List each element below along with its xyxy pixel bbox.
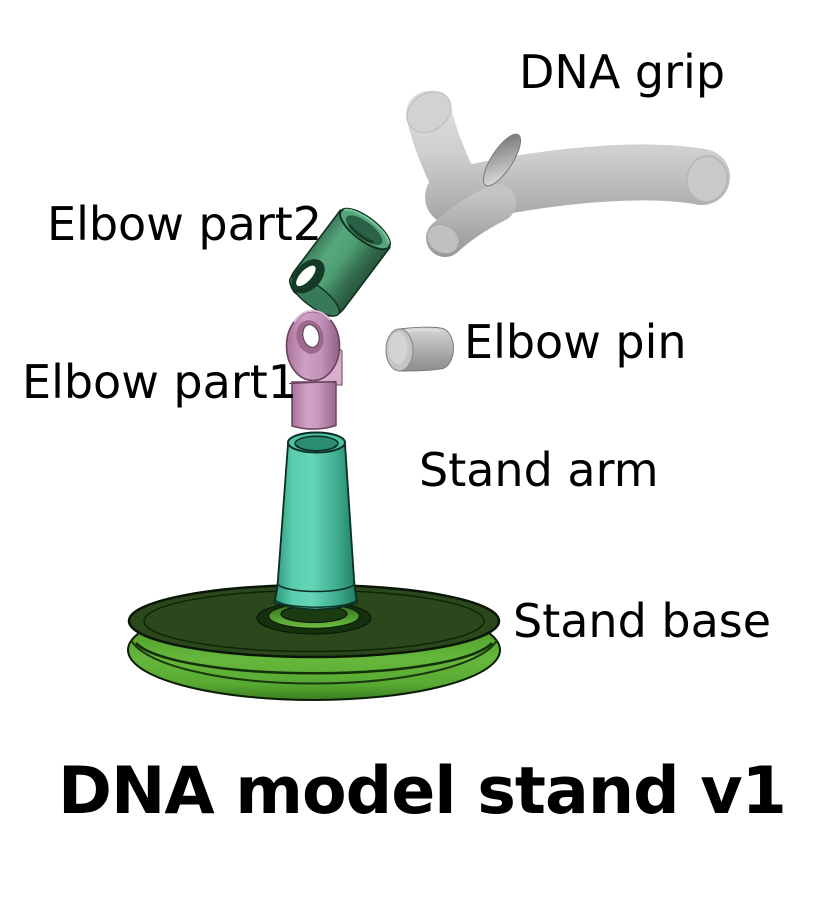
elbow-part2-model (288, 207, 391, 317)
arm-body (273, 443, 359, 611)
arm-collar-line-lower (274, 599, 358, 608)
part2-top-bore (345, 215, 383, 246)
part1-shoulder-line (288, 380, 337, 385)
part1-body (291, 381, 337, 430)
stand-arm-model (273, 431, 359, 611)
part2-rim-highlight (343, 208, 390, 244)
grip-stub-end-cap (426, 224, 460, 254)
label-stand-base: Stand base (513, 594, 772, 648)
grip-fin (482, 133, 522, 187)
base-groove-lower (130, 639, 498, 685)
elbow-part1-model (285, 309, 343, 430)
part2-slot-through-hole (296, 265, 316, 287)
page-title: DNA model stand v1 (58, 754, 787, 829)
label-elbow-part2: Elbow part2 (47, 197, 323, 251)
grip-right-end-cap (686, 155, 728, 203)
stand-base-model (127, 583, 501, 701)
part1-through-hole (302, 324, 320, 348)
elbow-pin-model (385, 326, 454, 372)
grip-upper-end-cap (406, 91, 452, 133)
arm-collar-line-upper (276, 582, 356, 593)
label-elbow-part1: Elbow part1 (22, 355, 298, 409)
base-groove-upper (135, 642, 493, 675)
label-stand-arm: Stand arm (419, 443, 659, 497)
part2-bore-shadow (348, 223, 375, 244)
pin-end-face-highlight (388, 332, 408, 364)
label-elbow-pin: Elbow pin (464, 315, 687, 369)
pin-body (398, 326, 454, 372)
part1-ring-highlight (293, 309, 331, 323)
dna-grip-model (406, 91, 730, 257)
label-dna-grip: DNA grip (519, 45, 726, 99)
arm-inner-wall-line (297, 444, 336, 451)
